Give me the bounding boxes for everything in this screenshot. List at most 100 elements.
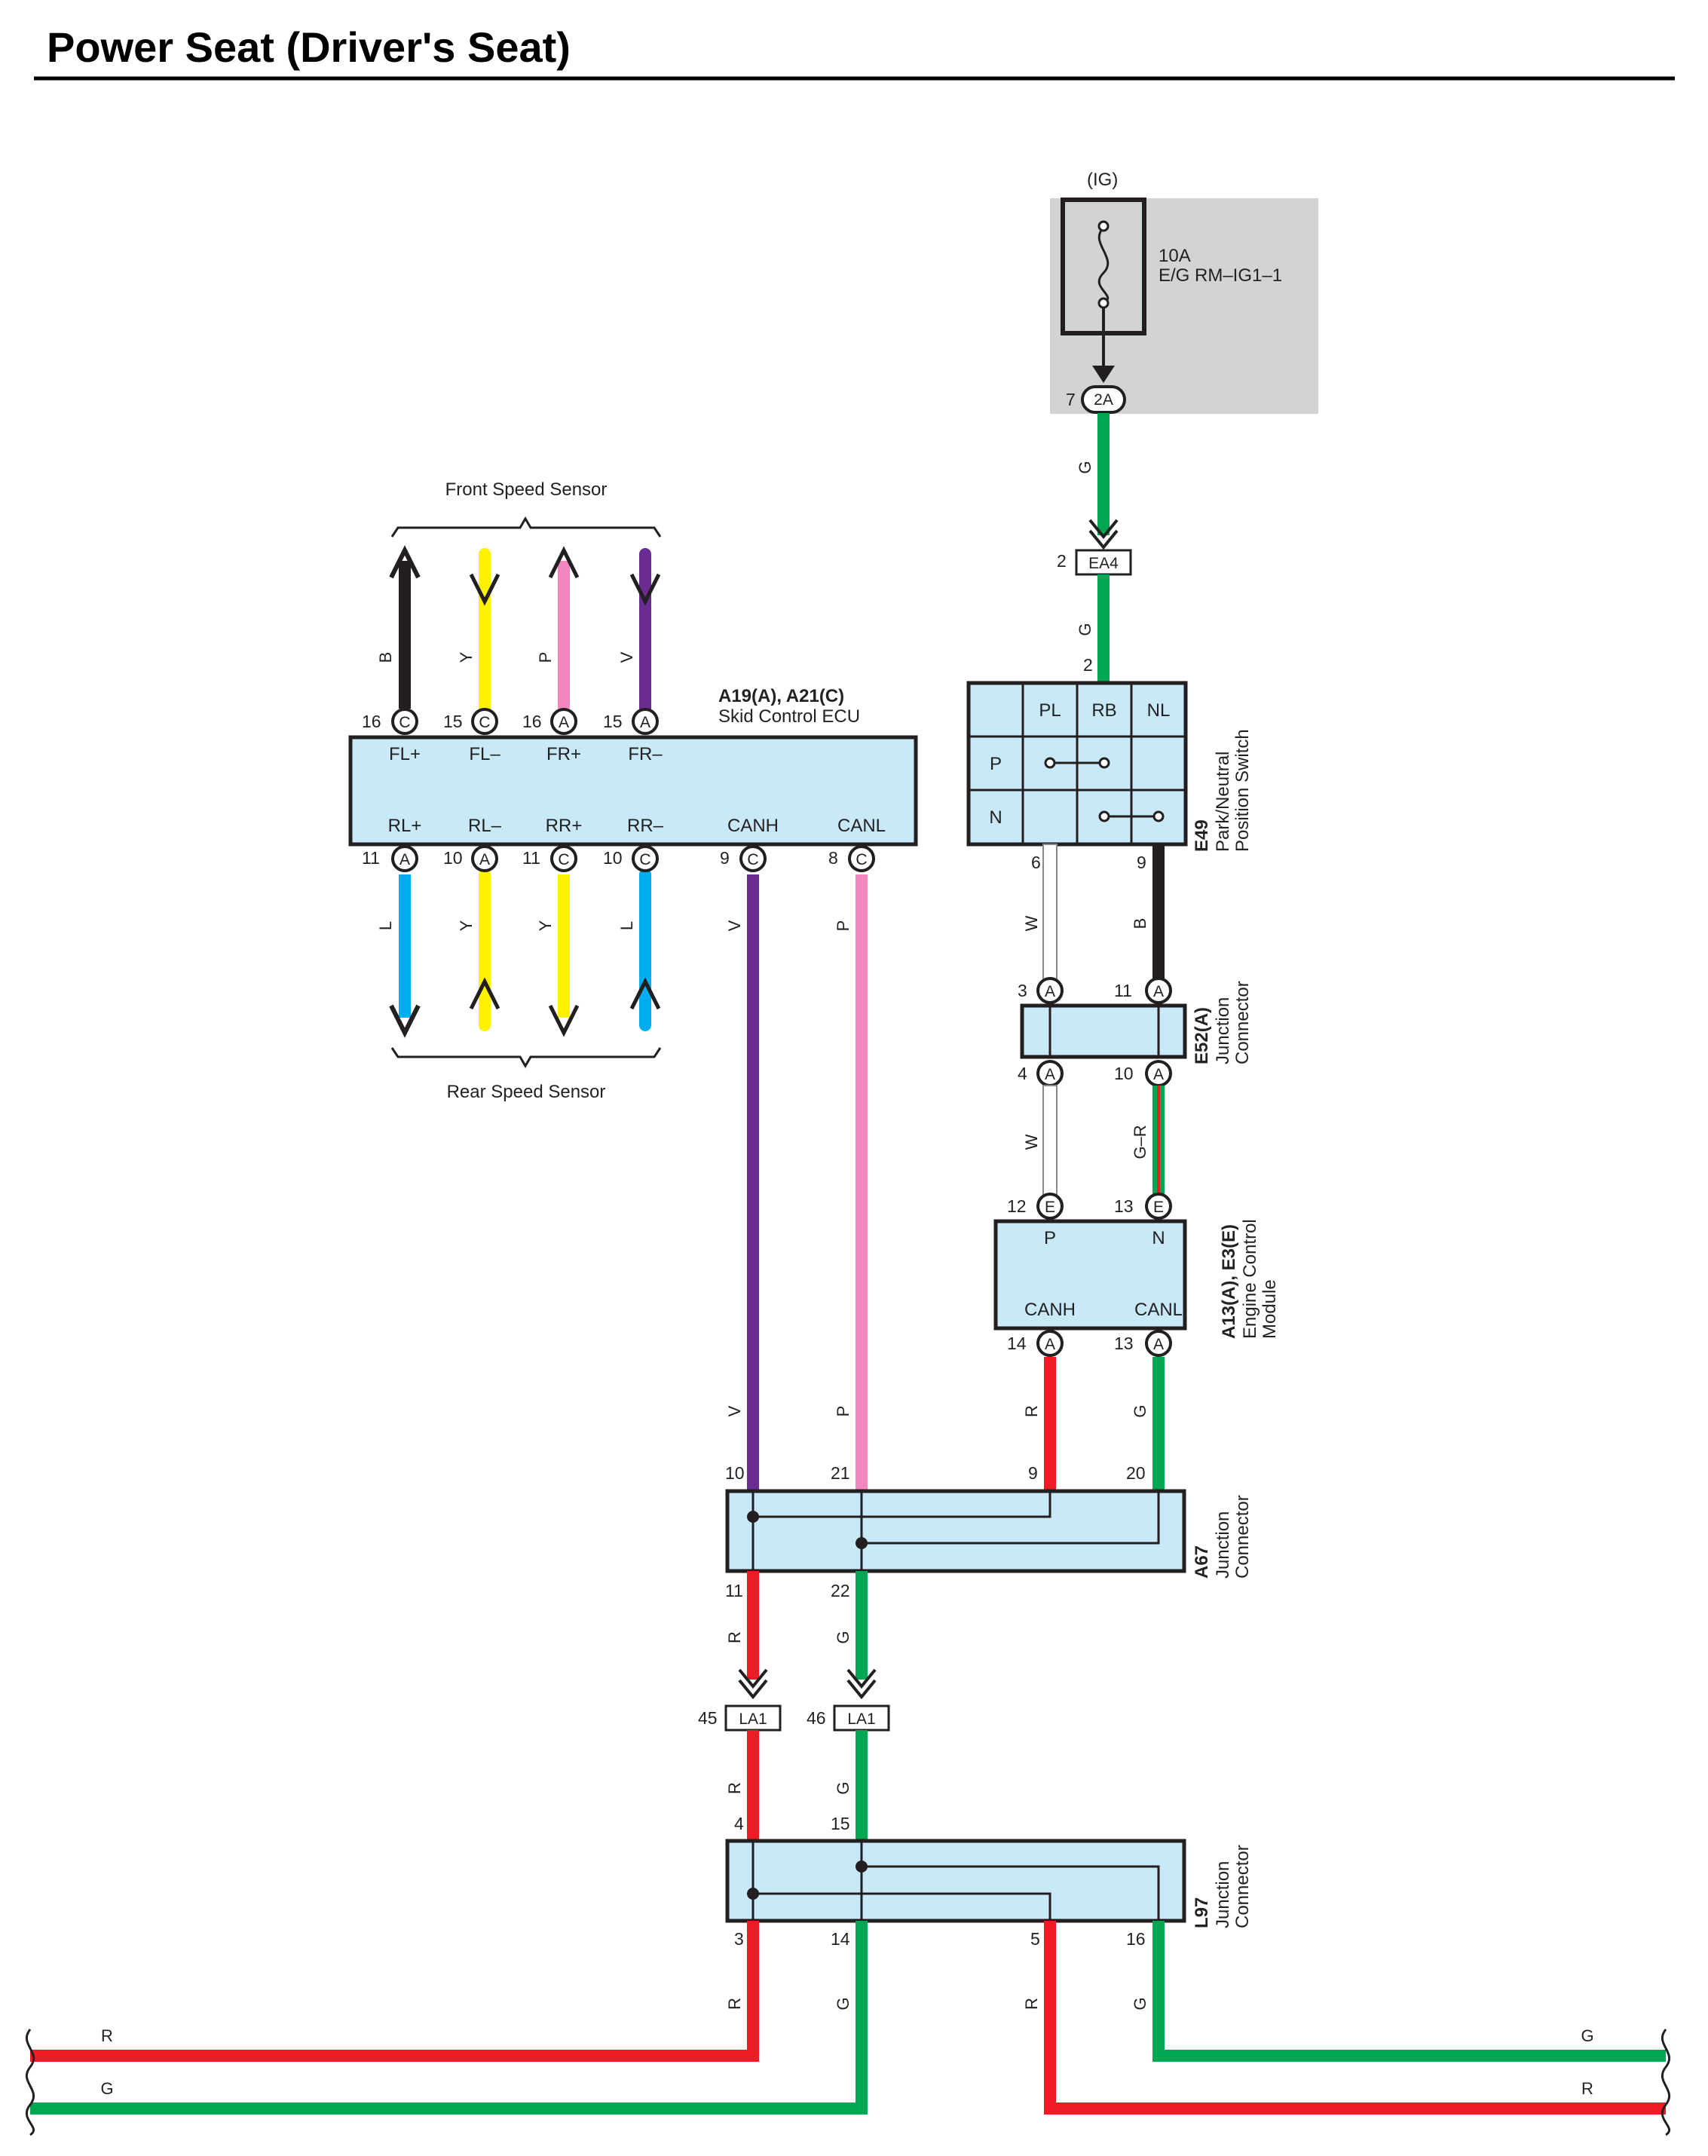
l97-bot-pin-16: 16 bbox=[1126, 1929, 1146, 1949]
wire-color-rr-minus: L bbox=[617, 921, 636, 930]
ecm-label-n: N bbox=[1152, 1228, 1165, 1248]
wire-color-e52-ecm-gr: G–R bbox=[1131, 1125, 1149, 1159]
ecu-bottom-terminals: RL+ 11 A RL– 10 A RR+ 11 C RR– 10 C CANH… bbox=[362, 816, 886, 872]
wire-color-l97-out-2: G bbox=[834, 1997, 852, 2010]
wire-e52-ecm-w bbox=[1042, 1085, 1058, 1205]
ea4-connector: 2 EA4 bbox=[1057, 519, 1132, 576]
wire-color-rl-plus: L bbox=[376, 921, 395, 930]
l97-bot-pin-5: 5 bbox=[1030, 1929, 1040, 1949]
wire-color-canl: P bbox=[834, 920, 852, 932]
ecu-bot-pin-4: 10 bbox=[603, 848, 623, 868]
right-break-icon bbox=[1661, 2029, 1671, 2136]
ecu-bot-conn-3: C bbox=[558, 851, 569, 868]
switch-id: E49 bbox=[1192, 819, 1212, 852]
ea4-label: EA4 bbox=[1088, 555, 1119, 572]
a67-top-pin-20: 20 bbox=[1126, 1463, 1146, 1483]
ecu-box bbox=[348, 735, 918, 847]
ecm-conn-13a: A bbox=[1153, 1336, 1164, 1353]
a67-junction: 10 21 9 20 11 22 A67 Junction Connector bbox=[725, 1463, 1253, 1600]
wire-color-l97-out-3: R bbox=[1022, 1998, 1041, 2010]
wire-color-canl-lower: P bbox=[834, 1406, 852, 1417]
bus-left-r bbox=[30, 1921, 759, 2062]
wire-color-la1-l97-g: G bbox=[834, 1781, 852, 1794]
ecm-conn-12: E bbox=[1045, 1199, 1055, 1216]
ecu-bot-conn-4: C bbox=[639, 851, 650, 868]
e52-pin-11: 11 bbox=[1114, 981, 1132, 1000]
wire-color-canh: V bbox=[725, 920, 744, 931]
a67-top-pin-21: 21 bbox=[831, 1463, 850, 1483]
a67-name-2: Connector bbox=[1232, 1495, 1253, 1579]
ecu-top-conn-4: A bbox=[640, 714, 650, 731]
ecu-top-pin-1: 16 bbox=[362, 712, 381, 731]
ecu-bot-label-4: RR– bbox=[627, 816, 664, 836]
ecu-bot-conn-1: A bbox=[399, 851, 410, 868]
wire-color-a67-la1-r: R bbox=[725, 1631, 744, 1643]
a67-top-pin-9: 9 bbox=[1028, 1463, 1038, 1483]
wire-color-rr-plus: Y bbox=[536, 920, 555, 931]
ecu-bot-label-3: RR+ bbox=[546, 816, 583, 836]
la1-label-46: LA1 bbox=[847, 1710, 875, 1728]
e52-conn-10: A bbox=[1153, 1066, 1164, 1083]
page-title: Power Seat (Driver's Seat) bbox=[47, 23, 571, 71]
fl-minus-arrow-icon bbox=[469, 573, 500, 606]
switch-out-pin-6: 6 bbox=[1031, 853, 1041, 872]
ecm-name-1: Engine Control bbox=[1240, 1219, 1260, 1339]
left-break-icon bbox=[25, 2029, 35, 2136]
bus-left-bottom-label: G bbox=[100, 2079, 113, 2098]
wire-color-rl-minus: Y bbox=[457, 920, 476, 931]
ecu-top-label-3: FR+ bbox=[546, 744, 581, 764]
switch-out-pin-9: 9 bbox=[1137, 853, 1146, 872]
wire-color-ecm-canh: R bbox=[1022, 1405, 1041, 1417]
switch-col-pl: PL bbox=[1039, 700, 1061, 721]
wire-color-ecm-canl: G bbox=[1131, 1404, 1149, 1417]
e52-conn-11: A bbox=[1153, 983, 1164, 1000]
wire-color-l97-out-1: R bbox=[725, 1998, 744, 2010]
ecm-id: A13(A), E3(E) bbox=[1219, 1224, 1239, 1339]
skid-control-ecu: A19(A), A21(C) Skid Control ECU bbox=[348, 686, 918, 847]
a67-bot-pin-11: 11 bbox=[725, 1581, 743, 1600]
ecu-top-label-4: FR– bbox=[628, 744, 663, 764]
fuse-connector-label: 2A bbox=[1094, 391, 1113, 409]
ecu-top-label-1: FL+ bbox=[389, 744, 421, 764]
bus-right-r bbox=[1044, 1921, 1666, 2115]
bus-left-top-label: R bbox=[101, 2026, 113, 2045]
ecu-top-conn-2: C bbox=[479, 714, 490, 731]
wire-color-la1-l97-r: R bbox=[725, 1782, 744, 1794]
switch-col-nl: NL bbox=[1147, 700, 1171, 721]
fuse-arrow-icon bbox=[1092, 366, 1115, 383]
wire-color-fl-plus: B bbox=[376, 652, 395, 663]
switch-name-2: Position Switch bbox=[1232, 729, 1253, 852]
l97-name-1: Junction bbox=[1213, 1861, 1233, 1928]
e52-pin-10: 10 bbox=[1114, 1064, 1134, 1083]
e52-name-1: Junction bbox=[1213, 997, 1233, 1064]
ecm-label-canl: CANL bbox=[1134, 1300, 1183, 1320]
fuse-background bbox=[1050, 198, 1318, 414]
wire-color-canh-lower: V bbox=[725, 1405, 744, 1416]
ecu-bot-label-1: RL+ bbox=[388, 816, 422, 836]
ecm-box bbox=[993, 1219, 1187, 1331]
e52-box bbox=[1020, 1003, 1187, 1059]
ecu-bot-pin-3: 11 bbox=[522, 848, 540, 868]
a67-name-1: Junction bbox=[1213, 1511, 1233, 1579]
bus-right-top-label: G bbox=[1581, 2026, 1593, 2045]
ecm-conn-13e: E bbox=[1153, 1199, 1164, 1216]
ecu-bot-conn-5: C bbox=[747, 851, 758, 868]
ecu-bot-pin-1: 11 bbox=[362, 848, 380, 868]
fuse-rating: 10A bbox=[1159, 246, 1191, 266]
rl-minus-arrow-icon bbox=[469, 977, 500, 1010]
ecu-top-terminals: 16 C FL+ 15 C FL– 16 A FR+ 15 A FR– bbox=[362, 708, 663, 764]
l97-junction: 4 15 3 14 5 16 L97 Junction Connector bbox=[725, 1814, 1253, 1949]
fuse-source-label: (IG) bbox=[1087, 170, 1118, 190]
front-sensor-brace bbox=[390, 516, 662, 537]
wire-color-fuse-ea4: G bbox=[1076, 461, 1094, 473]
e52-pin-3: 3 bbox=[1018, 981, 1027, 1000]
ecm-pin-12: 12 bbox=[1007, 1196, 1027, 1216]
switch-row-p: P bbox=[990, 754, 1002, 774]
ecu-id: A19(A), A21(C) bbox=[718, 686, 844, 706]
ecu-bot-label-5: CANH bbox=[727, 816, 779, 836]
fuse-connector bbox=[1081, 385, 1126, 414]
ecm-name-2: Module bbox=[1260, 1279, 1280, 1339]
ecm-pin-13e: 13 bbox=[1114, 1196, 1134, 1216]
a67-bot-pin-22: 22 bbox=[831, 1581, 850, 1600]
